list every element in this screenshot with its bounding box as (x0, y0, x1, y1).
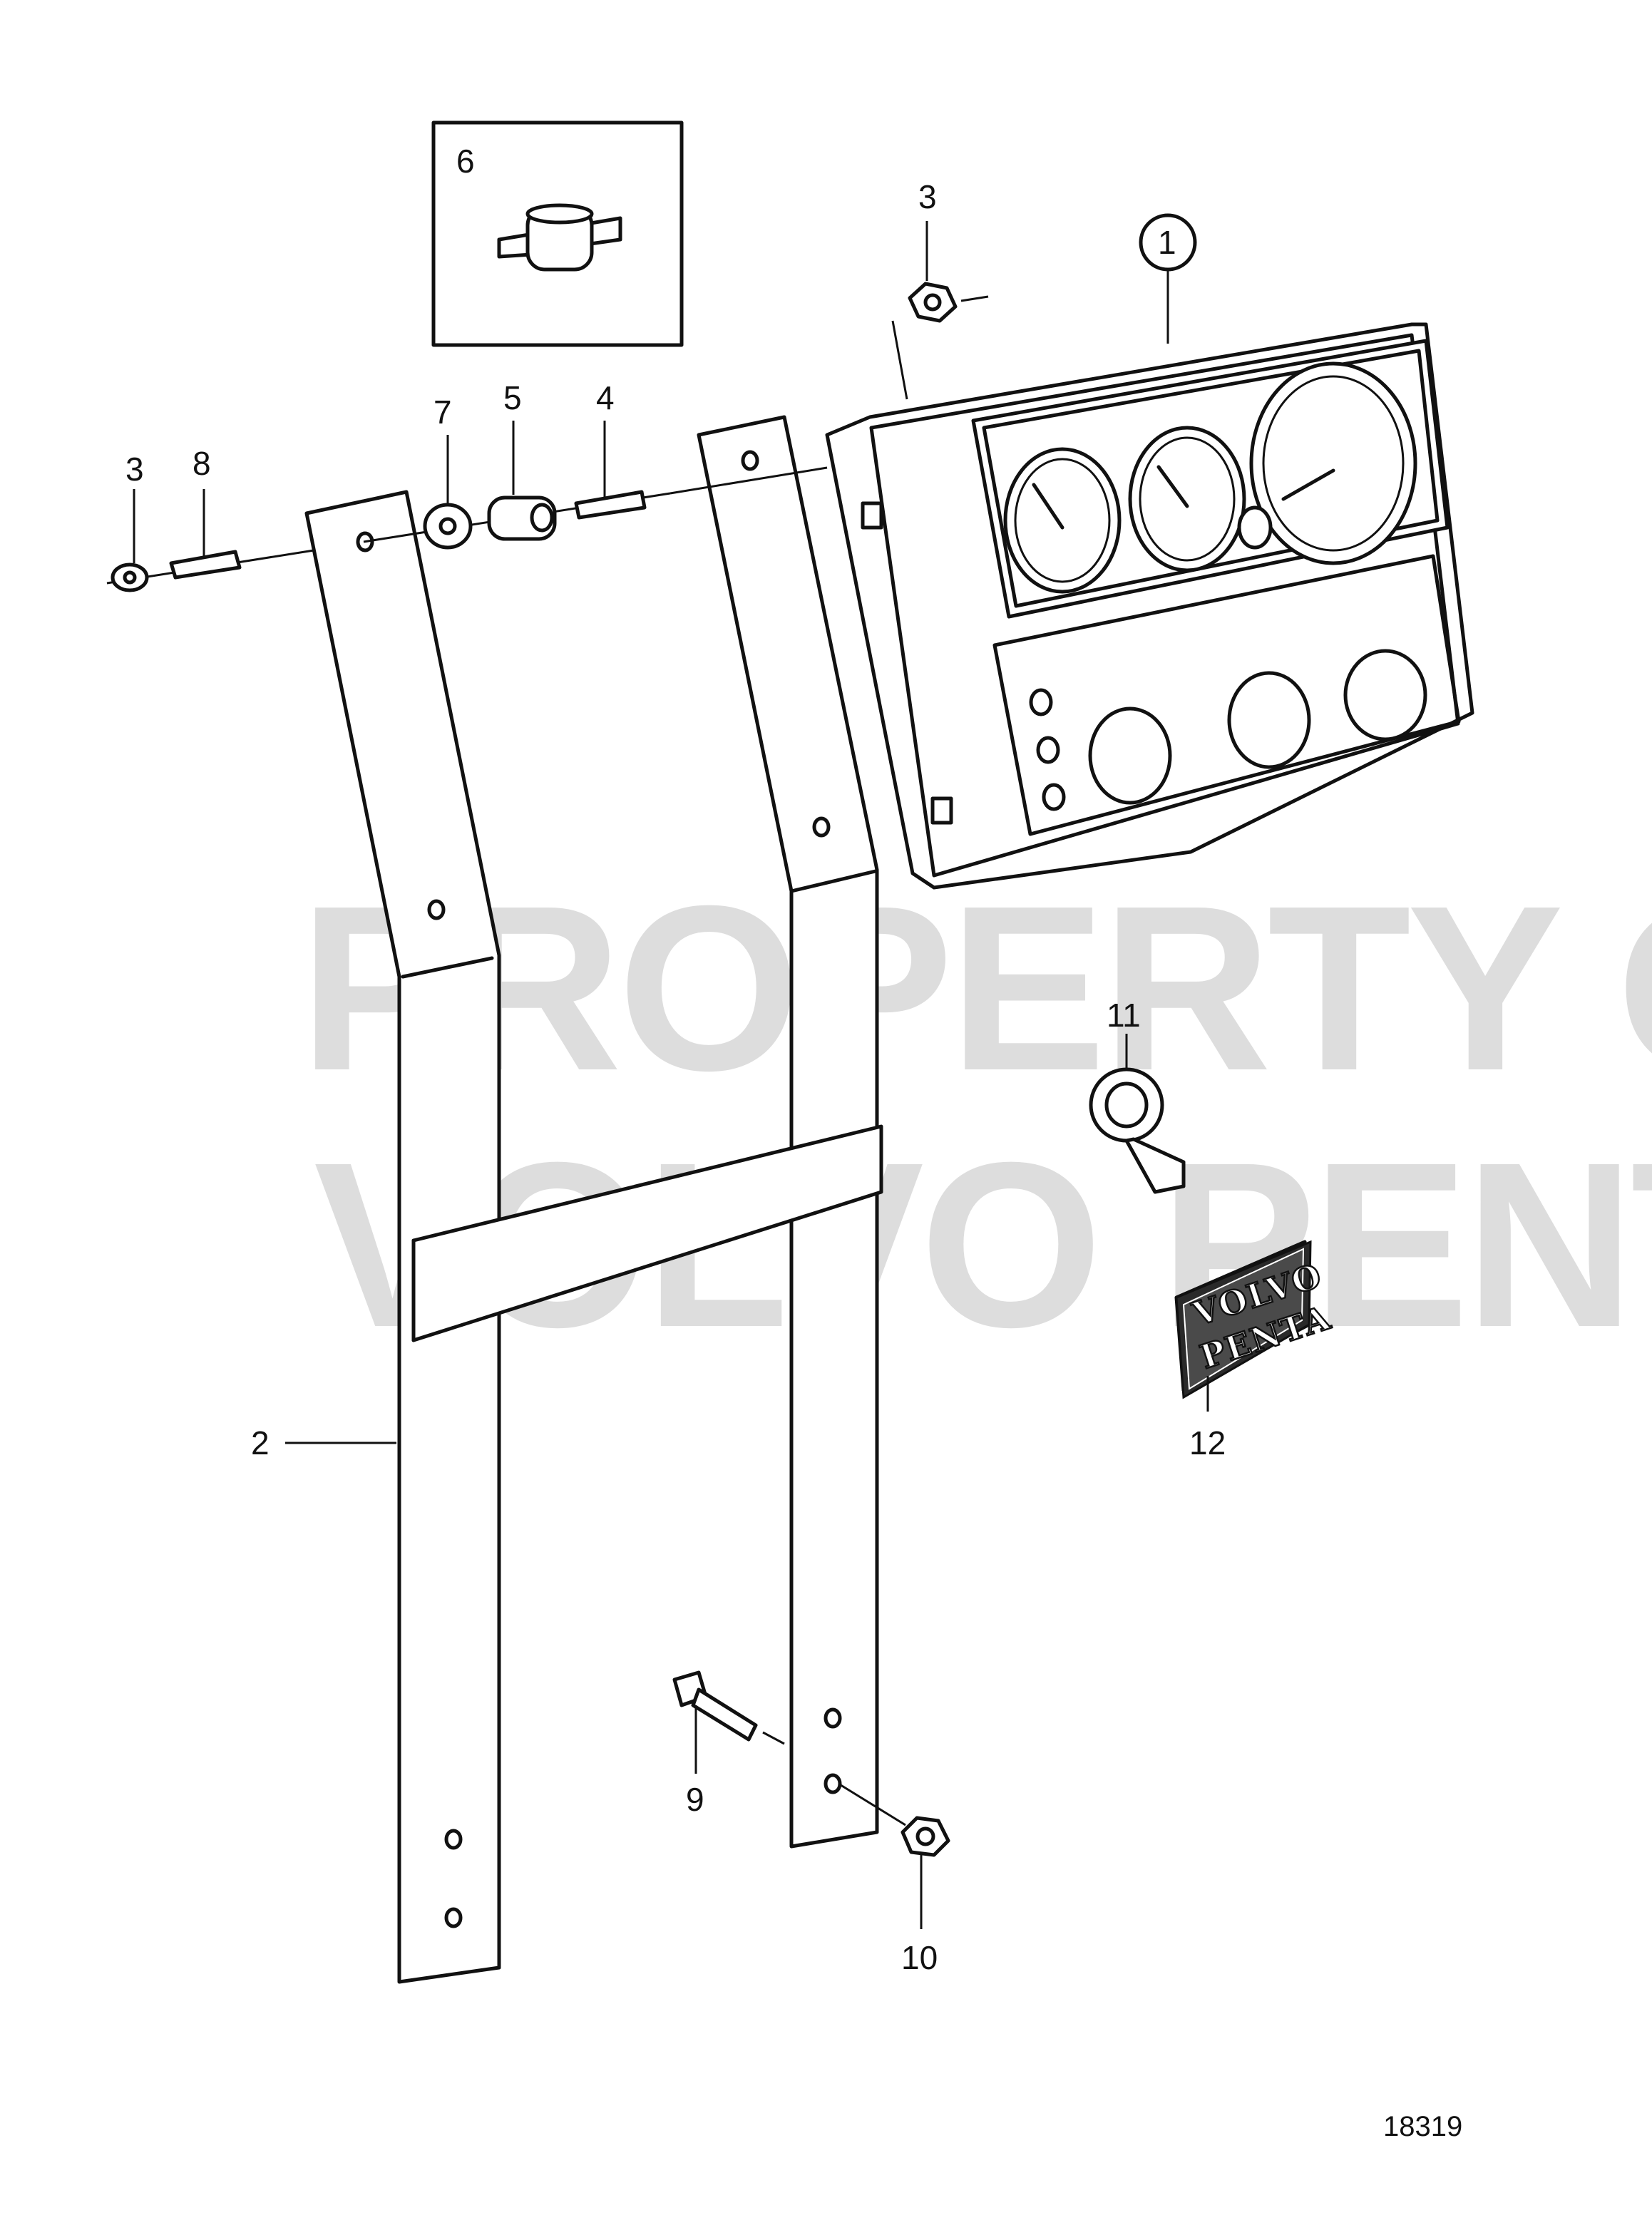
callout-2: 2 (251, 1424, 270, 1461)
callout-12: 12 (1189, 1424, 1226, 1461)
rubber-mount-drawing (497, 203, 622, 272)
callout-11: 11 (1107, 997, 1141, 1034)
callout-9: 9 (686, 1781, 704, 1818)
nut-10 (838, 1782, 950, 1857)
callout-4: 4 (596, 379, 615, 416)
callout-3-upper: 3 (918, 178, 937, 215)
document-number: 18319 (1383, 2111, 1462, 2142)
cross-brace (411, 1124, 883, 1342)
callout-8: 8 (193, 445, 211, 482)
fastener-stack-left (106, 466, 828, 592)
callout-1-circle (1139, 213, 1197, 272)
watermark: PROPERTY OF VOLVO PENTA (299, 856, 1652, 1376)
part-1-instrument-panel (825, 322, 1474, 890)
watermark-line-1: PROPERTY OF (299, 856, 1652, 1119)
callout-5: 5 (503, 379, 522, 416)
part-2-bracket (304, 490, 501, 1984)
nut-3-upper (891, 282, 989, 400)
callout-3-left: 3 (125, 451, 144, 488)
bolt-9 (672, 1670, 785, 1745)
callout-1: 1 (1158, 224, 1176, 261)
callout-6: 6 (456, 143, 475, 180)
callout-10: 10 (901, 1939, 938, 1976)
clamp-11 (1089, 1067, 1186, 1194)
callout-labels: 1 2 3 3 4 5 6 7 8 9 10 11 12 (125, 143, 1226, 1976)
right-bracket (697, 415, 879, 1849)
callout-7: 7 (433, 394, 452, 431)
part-6-inset (431, 120, 684, 347)
leader-lines (133, 221, 1209, 1929)
